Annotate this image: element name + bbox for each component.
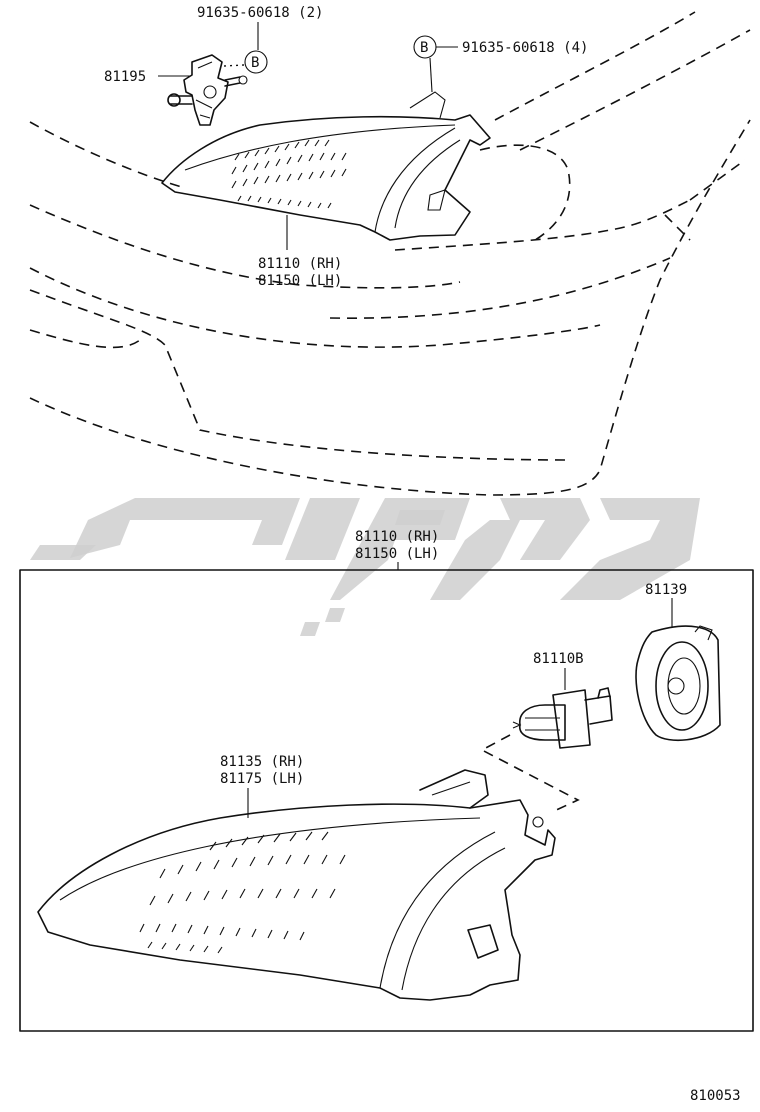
upper-lens-pattern — [231, 139, 347, 209]
adjuster-81195 — [167, 54, 248, 126]
label-socket-cover: 81139 — [645, 582, 687, 598]
label-bulb: 81110B — [533, 651, 584, 667]
detail-box: 81110 (RH) 81150 (LH) — [19, 529, 754, 1032]
watermark-logo — [30, 498, 700, 636]
upper-headlamp — [161, 91, 491, 241]
ref-b-left: B — [251, 55, 259, 71]
socket-cover-81139: 81139 — [635, 582, 721, 741]
label-bolt-lamp: 91635-60618 (4) — [462, 40, 588, 56]
label-assembly-rh: 81110 (RH) — [355, 529, 439, 545]
label-bolt-bracket: 91635-60618 (2) — [197, 5, 323, 21]
label-assembly-lh: 81150 (LH) — [355, 546, 439, 562]
ref-b-right: B — [420, 40, 428, 56]
bulb-81110b: 81110B — [512, 651, 613, 749]
ref-b-circle-left — [244, 50, 268, 74]
upper-callouts: 91635-60618 (2) B 81195 B 91635-60618 (4… — [104, 5, 588, 289]
label-adjuster: 81195 — [104, 69, 146, 85]
label-unit-rh: 81135 (RH) — [220, 754, 304, 770]
label-headlamp-lh: 81150 (LH) — [258, 273, 342, 289]
figure-number: 810053 — [690, 1088, 741, 1104]
label-headlamp-rh: 81110 (RH) — [258, 256, 342, 272]
detail-lens-pattern — [139, 831, 346, 954]
vehicle-body-outline — [29, 11, 751, 496]
detail-headlamp: 81135 (RH) 81175 (LH) — [37, 754, 556, 1001]
label-unit-lh: 81175 (LH) — [220, 771, 304, 787]
bulb-insertion-guide — [480, 734, 580, 813]
